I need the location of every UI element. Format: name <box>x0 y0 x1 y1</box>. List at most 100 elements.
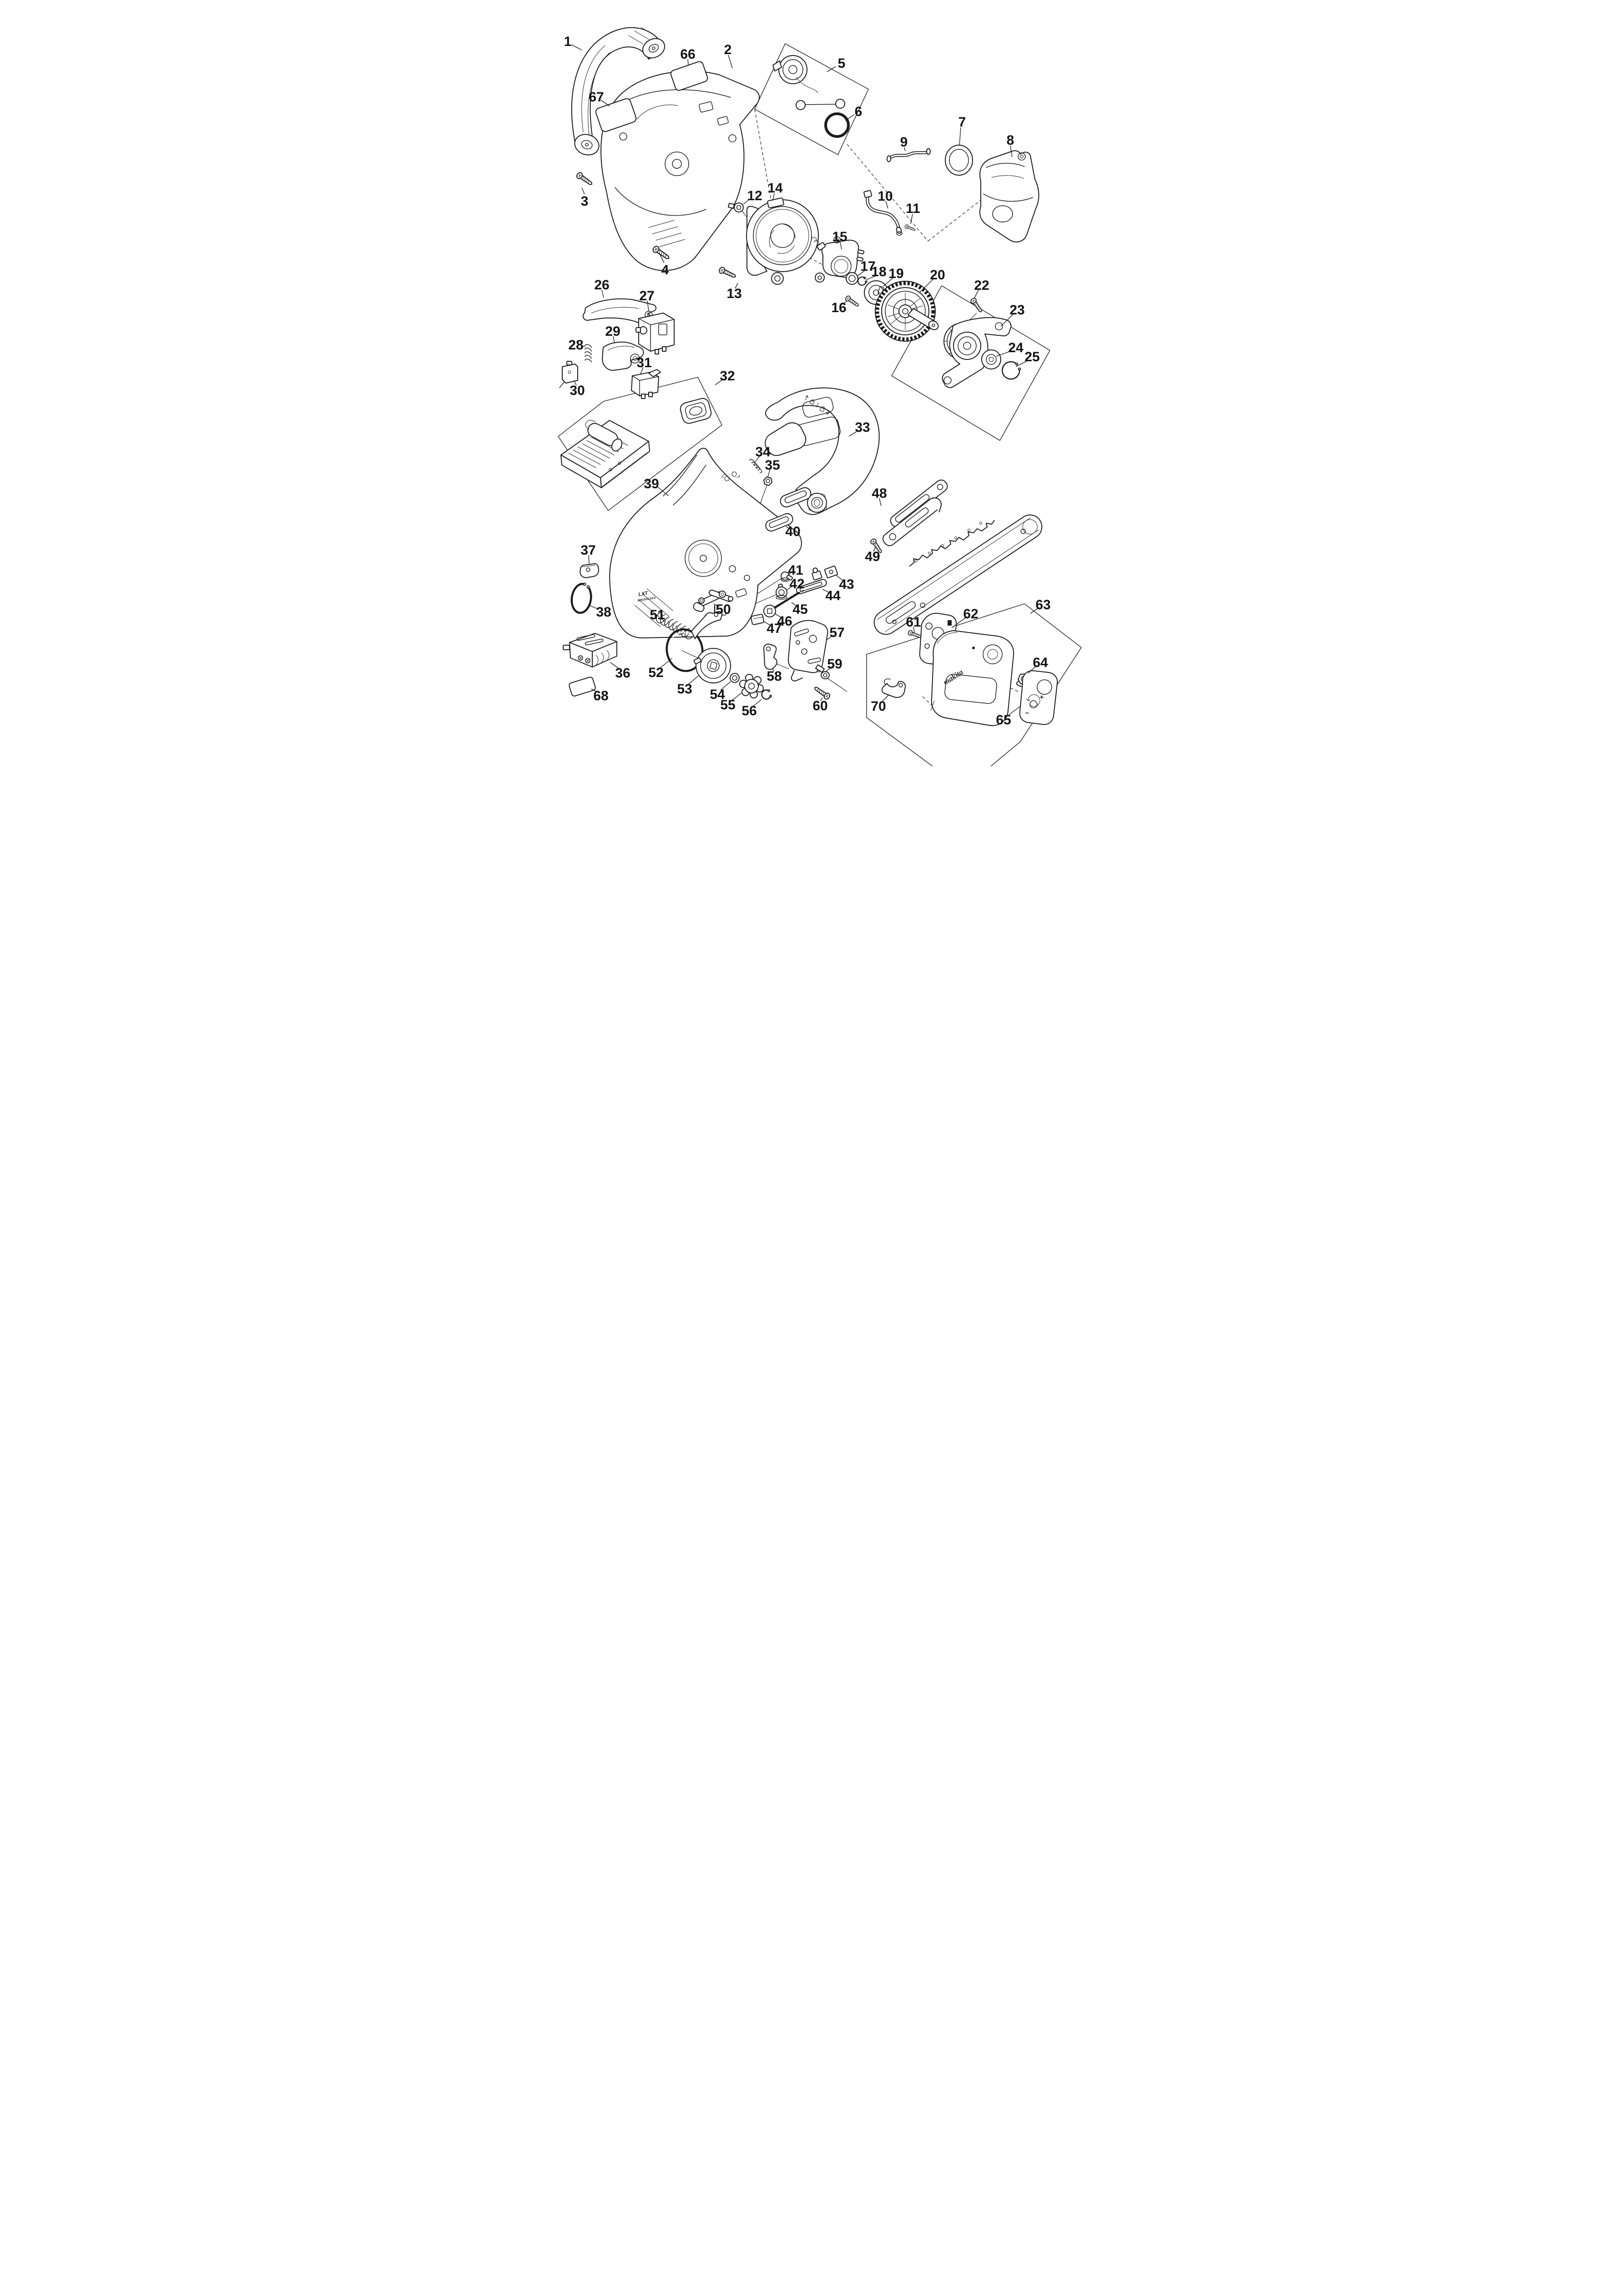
leader-line-4 <box>659 253 665 263</box>
part-label-18: 18 <box>871 264 886 279</box>
grommet-part-42 <box>776 583 787 600</box>
leader-line-35 <box>767 469 771 477</box>
box-cover-kit-b <box>866 717 933 766</box>
sprocket-cover-part: makita <box>930 630 1014 726</box>
adjuster-minus-text: − <box>1025 709 1029 717</box>
leader-line-39 <box>656 485 669 496</box>
elbow-tube-part-10 <box>863 190 903 236</box>
part-label-13: 13 <box>726 286 741 301</box>
leader-line-43 <box>836 575 843 581</box>
latch-part-58 <box>763 643 777 670</box>
tensioner-slide-part-44 <box>796 567 827 595</box>
leader-line-24 <box>996 350 1012 357</box>
clutch-drum-part-53 <box>693 648 731 683</box>
oil-pump-part-15 <box>812 236 865 278</box>
leader-line-8 <box>1010 145 1013 157</box>
lock-off-lever-part-26 <box>582 298 656 324</box>
part-label-26: 26 <box>594 278 609 293</box>
adjuster-cover-part-65: + − <box>1019 670 1058 725</box>
leader-line-26 <box>601 289 604 298</box>
part-label-29: 29 <box>605 324 620 339</box>
part-label-22: 22 <box>974 278 989 293</box>
oil-cap-part <box>772 55 845 110</box>
leader-line-57 <box>826 635 834 641</box>
alignment-dashed-line-2 <box>754 109 772 201</box>
leader-line-49 <box>873 546 876 552</box>
leader-line-25 <box>1015 360 1029 367</box>
bearing-part-24 <box>981 349 1001 369</box>
wire-ring-part-38 <box>570 582 592 614</box>
leader-line-58 <box>772 667 774 672</box>
screw-part-22 <box>969 297 984 314</box>
label-sticker-68 <box>569 677 596 697</box>
leader-line-65 <box>1007 706 1021 717</box>
leader-line-70 <box>881 694 889 703</box>
part-label-4: 4 <box>661 263 669 278</box>
part-label-43: 43 <box>839 577 854 592</box>
leader-line-32 <box>715 379 724 385</box>
leader-line-31 <box>640 367 644 374</box>
grommet-part-12 <box>728 202 744 212</box>
leader-line-10 <box>885 201 888 209</box>
part-label-31: 31 <box>636 355 651 370</box>
leader-line-52 <box>659 658 672 669</box>
cap-part-47 <box>751 614 765 625</box>
leader-line-68 <box>591 688 598 693</box>
leader-line-30 <box>574 380 577 386</box>
part-label-9: 9 <box>900 135 908 150</box>
switch-part-31 <box>631 369 661 399</box>
lock-open-icon <box>819 406 825 412</box>
leader-line-12 <box>743 198 751 205</box>
part-label-53: 53 <box>677 682 692 697</box>
leader-line-64 <box>1028 665 1037 674</box>
leader-line-40 <box>786 526 790 529</box>
helper-line-2 <box>827 677 847 692</box>
leader-line-44 <box>822 589 829 593</box>
part-label-11: 11 <box>906 201 920 216</box>
chain-direction-icon <box>721 471 740 481</box>
brake-band-part-52 <box>666 611 723 672</box>
screw-part-11 <box>904 224 917 233</box>
rotate-arrow-icon <box>1026 694 1040 707</box>
leader-line-13 <box>735 283 738 289</box>
guide-bar-part <box>873 514 1043 635</box>
box-cover-kit-a <box>866 603 1082 766</box>
sprocket-rotor-part-20 <box>875 281 939 342</box>
part-label-50: 50 <box>716 602 731 617</box>
leader-line-53 <box>687 675 700 685</box>
leader-line-55 <box>731 693 742 701</box>
part-label-14: 14 <box>767 181 783 196</box>
part-label-10: 10 <box>878 189 893 204</box>
leader-line-3 <box>581 187 585 195</box>
nut-part-35 <box>763 476 772 486</box>
leader-line-59 <box>825 666 832 672</box>
part-label-2: 2 <box>724 42 732 57</box>
part-label-28: 28 <box>568 338 583 353</box>
clip-part-37 <box>580 563 600 578</box>
part-label-17: 17 <box>860 259 875 274</box>
fan-housing-part-14 <box>746 197 825 285</box>
oil-tank-part-8 <box>979 150 1039 243</box>
label-sticker-66 <box>670 61 708 91</box>
part-label-12: 12 <box>747 188 762 203</box>
leader-line-56 <box>752 699 762 707</box>
guide-plate-part-48 <box>883 479 948 546</box>
part-label-44: 44 <box>825 588 841 603</box>
part-label-36: 36 <box>615 666 630 681</box>
alignment-dashed-line-3 <box>847 144 928 242</box>
leader-line-15 <box>840 242 842 250</box>
bolt-part-59 <box>815 664 830 679</box>
screw-part-13 <box>718 266 737 280</box>
part-label-19: 19 <box>888 266 903 281</box>
leader-line-50 <box>713 603 720 607</box>
part-label-42: 42 <box>789 576 804 592</box>
leader-line-5 <box>827 66 836 72</box>
leader-line-41 <box>788 572 792 575</box>
screw-part-16 <box>844 294 861 308</box>
part-label-52: 52 <box>648 665 663 680</box>
part-label-58: 58 <box>767 669 782 684</box>
front-hand-guard-part-33 <box>765 387 880 515</box>
part-label-5: 5 <box>838 56 846 71</box>
knob-part-46 <box>763 605 776 617</box>
